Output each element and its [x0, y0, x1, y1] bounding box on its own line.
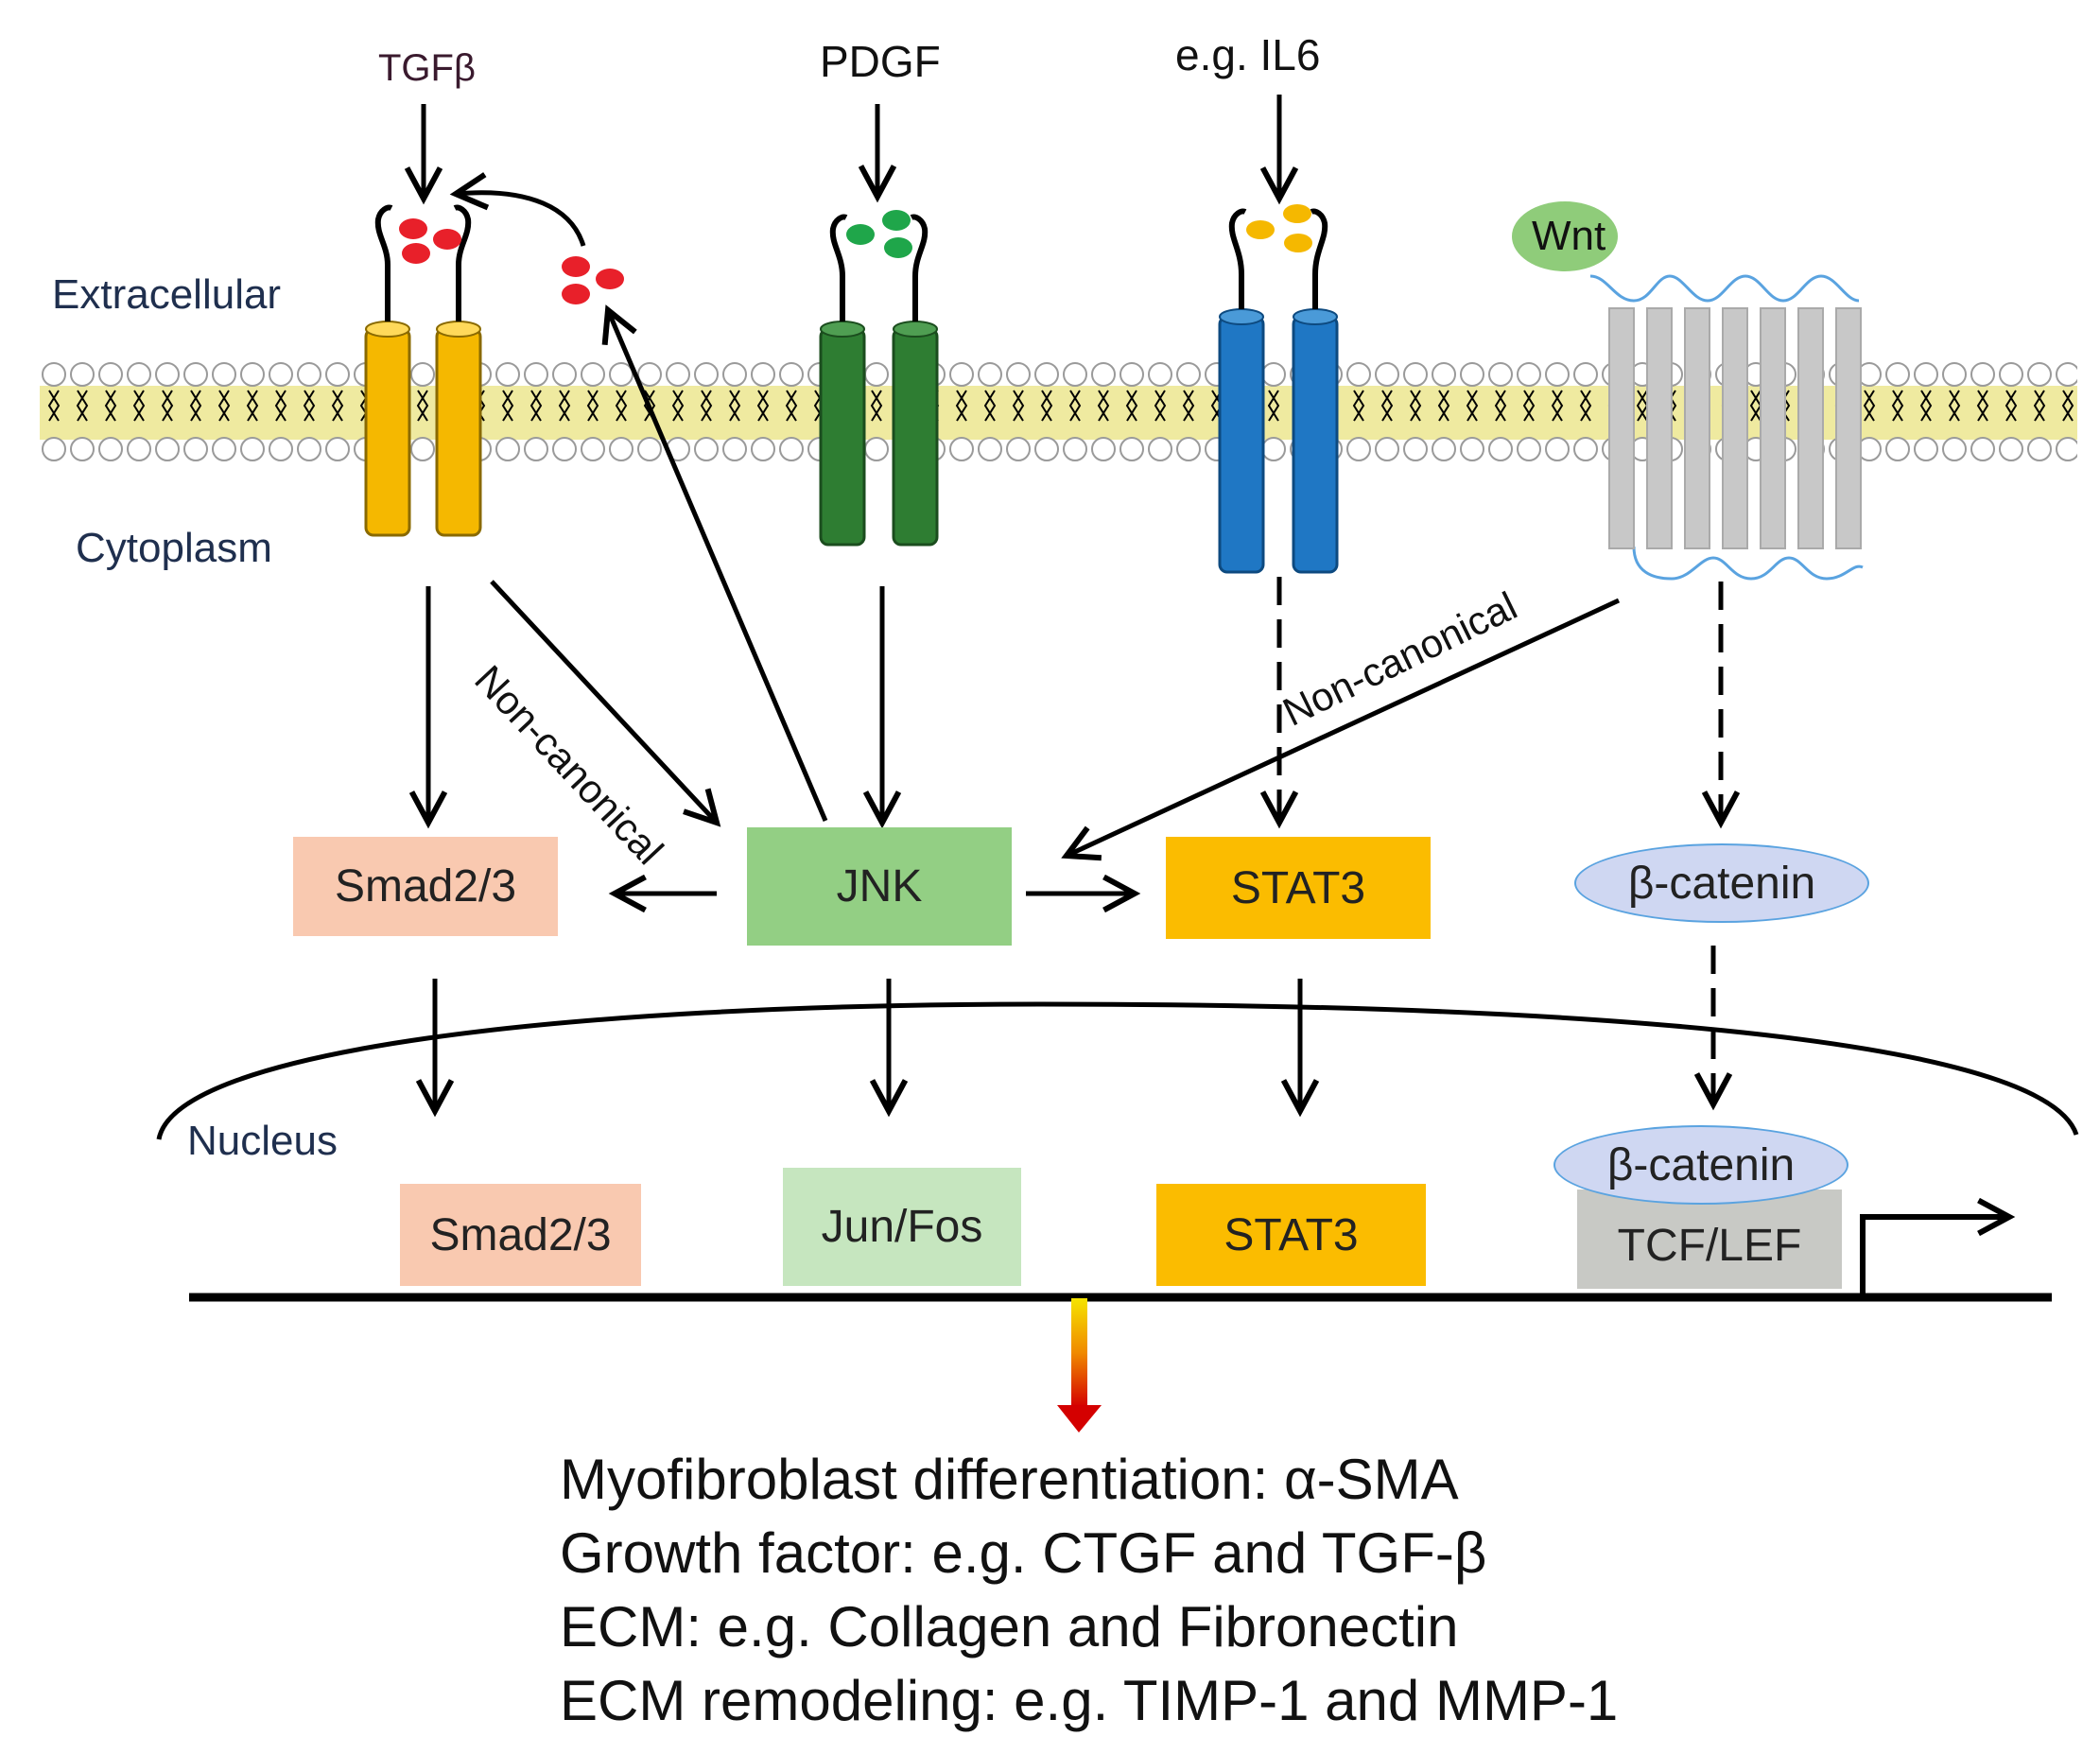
transmembrane-helix	[1835, 307, 1862, 549]
il6-receptor-arm-1	[1228, 208, 1247, 309]
tgfb-recycle-arrow	[449, 172, 586, 247]
il6-receptor-arm-2	[1310, 208, 1328, 309]
stat3-nuclear-box: STAT3	[1156, 1184, 1426, 1286]
tgfb-ligand-dot	[399, 218, 427, 239]
transmembrane-helix	[1684, 307, 1710, 549]
free-tgfb-ligand	[562, 256, 624, 304]
transmembrane-helix	[1608, 307, 1635, 549]
smad-cytoplasm-box: Smad2/3	[293, 837, 558, 936]
cytoplasm-label: Cytoplasm	[76, 525, 272, 571]
extracellular-label: Extracellular	[52, 271, 282, 318]
transmembrane-helix	[1646, 307, 1673, 549]
nuclear-envelope	[156, 1001, 2079, 1140]
il6-receptor	[1218, 204, 1339, 574]
tgfb-receptor	[364, 204, 482, 537]
tgfb-ligand-dot	[562, 256, 590, 277]
tgfb-ligand-dot	[562, 284, 590, 304]
wnt-receptor-intracellular-loops	[1632, 546, 1864, 581]
stat3-cytoplasm-label: STAT3	[1230, 862, 1366, 913]
jnk-to-tgfb-arrow	[601, 304, 828, 822]
bcatenin-nuclear-oval: β-catenin	[1553, 1125, 1848, 1205]
tgfb-to-jnk-noncanonical-arrow	[490, 580, 721, 827]
junfos-box: Jun/Fos	[783, 1168, 1021, 1286]
bcatenin-cytoplasm-label: β-catenin	[1627, 858, 1816, 909]
nucleus-label: Nucleus	[187, 1118, 338, 1164]
pdgf-label: PDGF	[820, 37, 941, 86]
il6-receptor-cap-1	[1219, 308, 1264, 325]
transmembrane-helix	[1797, 307, 1824, 549]
wnt-label: Wnt	[1532, 213, 1606, 259]
tgfb-receptor-cap-1	[365, 321, 410, 338]
il6-ligand-dot	[1283, 204, 1311, 223]
transmembrane-helix	[1722, 307, 1748, 549]
pdgf-receptor-chain-2	[892, 327, 939, 547]
pdgf-ligand-dot	[882, 210, 911, 231]
jnk-box: JNK	[747, 827, 1012, 946]
il6-receptor-cap-2	[1293, 308, 1338, 325]
bcatenin-nuclear-label: β-catenin	[1606, 1139, 1796, 1190]
il6-ligand-dot	[1246, 220, 1275, 239]
tgfb-receptor-chain-2	[435, 327, 482, 537]
outcome-line: ECM: e.g. Collagen and Fibronectin	[560, 1595, 1459, 1658]
output-arrow-shaft	[1071, 1298, 1087, 1407]
stat3-nuclear-label: STAT3	[1224, 1209, 1359, 1260]
pdgf-receptor-chain-1	[819, 327, 866, 547]
tgfb-ligand-dot	[433, 229, 461, 250]
wnt-ligand	[1512, 201, 1618, 271]
stat3-cytoplasm-box: STAT3	[1166, 837, 1431, 939]
smad-cytoplasm-label: Smad2/3	[334, 861, 517, 912]
tgfb-receptor-arm-1	[374, 204, 393, 321]
il6-receptor-chain-2	[1292, 315, 1339, 574]
tcflef-label: TCF/LEF	[1617, 1221, 1802, 1271]
tgfb-receptor-cap-2	[436, 321, 481, 338]
tgfb-label: TGFβ	[378, 47, 476, 89]
tcflef-box: TCF/LEF	[1577, 1190, 1842, 1289]
pdgf-receptor-cap-2	[893, 321, 938, 338]
transmembrane-helix	[1760, 307, 1786, 549]
bcatenin-cytoplasm-oval: β-catenin	[1574, 843, 1869, 923]
outcome-line: Myofibroblast differentiation: α-SMA	[560, 1448, 1459, 1511]
tgfb-ligand-dot	[596, 269, 624, 289]
transcription-start-arrow	[1860, 1197, 2016, 1295]
smad-nuclear-box: Smad2/3	[400, 1184, 641, 1286]
pdgf-receptor-arm-1	[829, 214, 848, 321]
pdgf-ligand-dot	[884, 237, 912, 258]
il6-receptor-chain-1	[1218, 315, 1265, 574]
smad-nuclear-label: Smad2/3	[429, 1209, 612, 1260]
tgfb-receptor-arm-2	[453, 204, 472, 321]
output-arrow-head	[1057, 1405, 1102, 1433]
il6-ligand-dot	[1284, 234, 1312, 252]
tgfb-receptor-chain-1	[364, 327, 411, 537]
pdgf-receptor	[819, 210, 939, 547]
wnt-to-jnk-noncanonical-arrow	[1061, 598, 1621, 861]
jnk-label: JNK	[836, 861, 923, 912]
pdgf-ligand-dot	[846, 224, 875, 245]
wnt-frizzled-receptor	[1512, 201, 1864, 581]
tgfb-ligand-dot	[402, 243, 430, 264]
wnt-receptor-extracellular-loops	[1589, 274, 1860, 303]
pdgf-receptor-cap-1	[820, 321, 865, 338]
junfos-label: Jun/Fos	[821, 1202, 983, 1252]
il6-label: e.g. IL6	[1175, 30, 1321, 79]
pdgf-receptor-arm-2	[910, 214, 929, 321]
outcome-line: Growth factor: e.g. CTGF and TGF-β	[560, 1521, 1487, 1585]
outcome-line: ECM remodeling: e.g. TIMP-1 and MMP-1	[560, 1669, 1619, 1732]
